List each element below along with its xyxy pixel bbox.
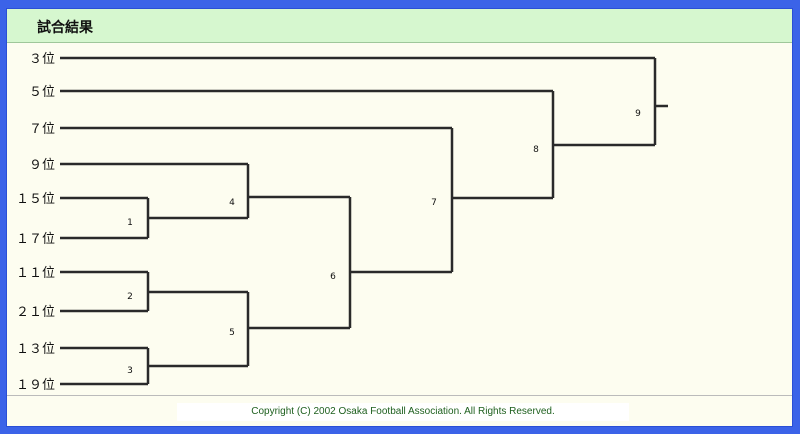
team-label: ２１位 — [16, 305, 55, 320]
match-number: 4 — [229, 198, 235, 208]
match-number-labels: 1 2 3 4 5 6 7 8 9 — [127, 109, 641, 376]
match-number: 2 — [127, 292, 133, 302]
match-number: 3 — [127, 366, 133, 376]
page-title: 試合結果 — [37, 20, 93, 36]
team-label: ３位 — [29, 52, 55, 67]
team-label: １５位 — [16, 192, 55, 207]
team-label: ９位 — [29, 158, 55, 173]
team-label: １７位 — [16, 232, 55, 247]
bracket-lines — [60, 56, 668, 386]
team-label: １９位 — [16, 378, 55, 393]
team-label: ７位 — [29, 122, 55, 137]
match-number: 5 — [229, 328, 235, 338]
tournament-bracket: ３位 ５位 ７位 ９位 １５位 １７位 １１位 ２１位 １３位 １９位 1 2 … — [16, 52, 668, 393]
match-number: 8 — [533, 145, 539, 155]
team-label: ５位 — [29, 85, 55, 100]
match-number: 6 — [330, 272, 336, 282]
results-panel: 試合結果 — [6, 8, 793, 427]
copyright-footer: Copyright (C) 2002 Osaka Football Associ… — [177, 403, 629, 421]
team-labels: ３位 ５位 ７位 ９位 １５位 １７位 １１位 ２１位 １３位 １９位 — [16, 52, 55, 393]
match-number: 1 — [127, 218, 133, 228]
team-label: １３位 — [16, 342, 55, 357]
header-bar: 試合結果 — [7, 9, 792, 43]
footer-divider — [7, 395, 792, 396]
match-number: 9 — [635, 109, 641, 119]
team-label: １１位 — [16, 266, 55, 281]
match-number: 7 — [431, 198, 437, 208]
